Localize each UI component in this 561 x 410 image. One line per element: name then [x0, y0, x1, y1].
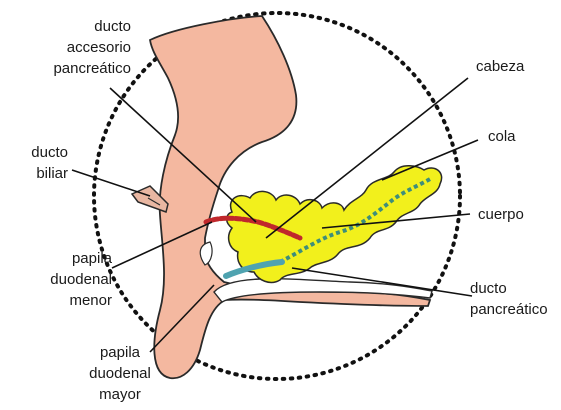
label-ducto-biliar: ducto biliar	[0, 142, 68, 184]
label-line: menor	[0, 290, 112, 311]
leader-ducto-biliar	[72, 170, 150, 196]
label-line: papila	[0, 248, 112, 269]
label-line: mayor	[60, 384, 180, 405]
label-line: pancreático	[470, 299, 548, 320]
label-line: ducto	[0, 142, 68, 163]
label-line: accesorio	[6, 37, 131, 58]
label-line: duodenal	[0, 269, 112, 290]
label-cabeza: cabeza	[476, 56, 524, 77]
label-line: ducto	[470, 278, 548, 299]
label-line: ducto	[6, 16, 131, 37]
label-ducto-pancreatico: ducto pancreático	[470, 278, 548, 320]
label-papila-mayor: papila duodenal mayor	[60, 342, 180, 405]
label-line: papila	[60, 342, 180, 363]
label-line: pancreático	[6, 58, 131, 79]
label-line: duodenal	[60, 363, 180, 384]
label-line: biliar	[0, 163, 68, 184]
label-line: cabeza	[476, 56, 524, 77]
label-line: cuerpo	[478, 204, 524, 225]
label-line: cola	[488, 126, 516, 147]
label-ducto-accesorio: ducto accesorio pancreático	[6, 16, 131, 79]
label-cola: cola	[488, 126, 516, 147]
label-cuerpo: cuerpo	[478, 204, 524, 225]
label-papila-menor: papila duodenal menor	[0, 248, 112, 311]
